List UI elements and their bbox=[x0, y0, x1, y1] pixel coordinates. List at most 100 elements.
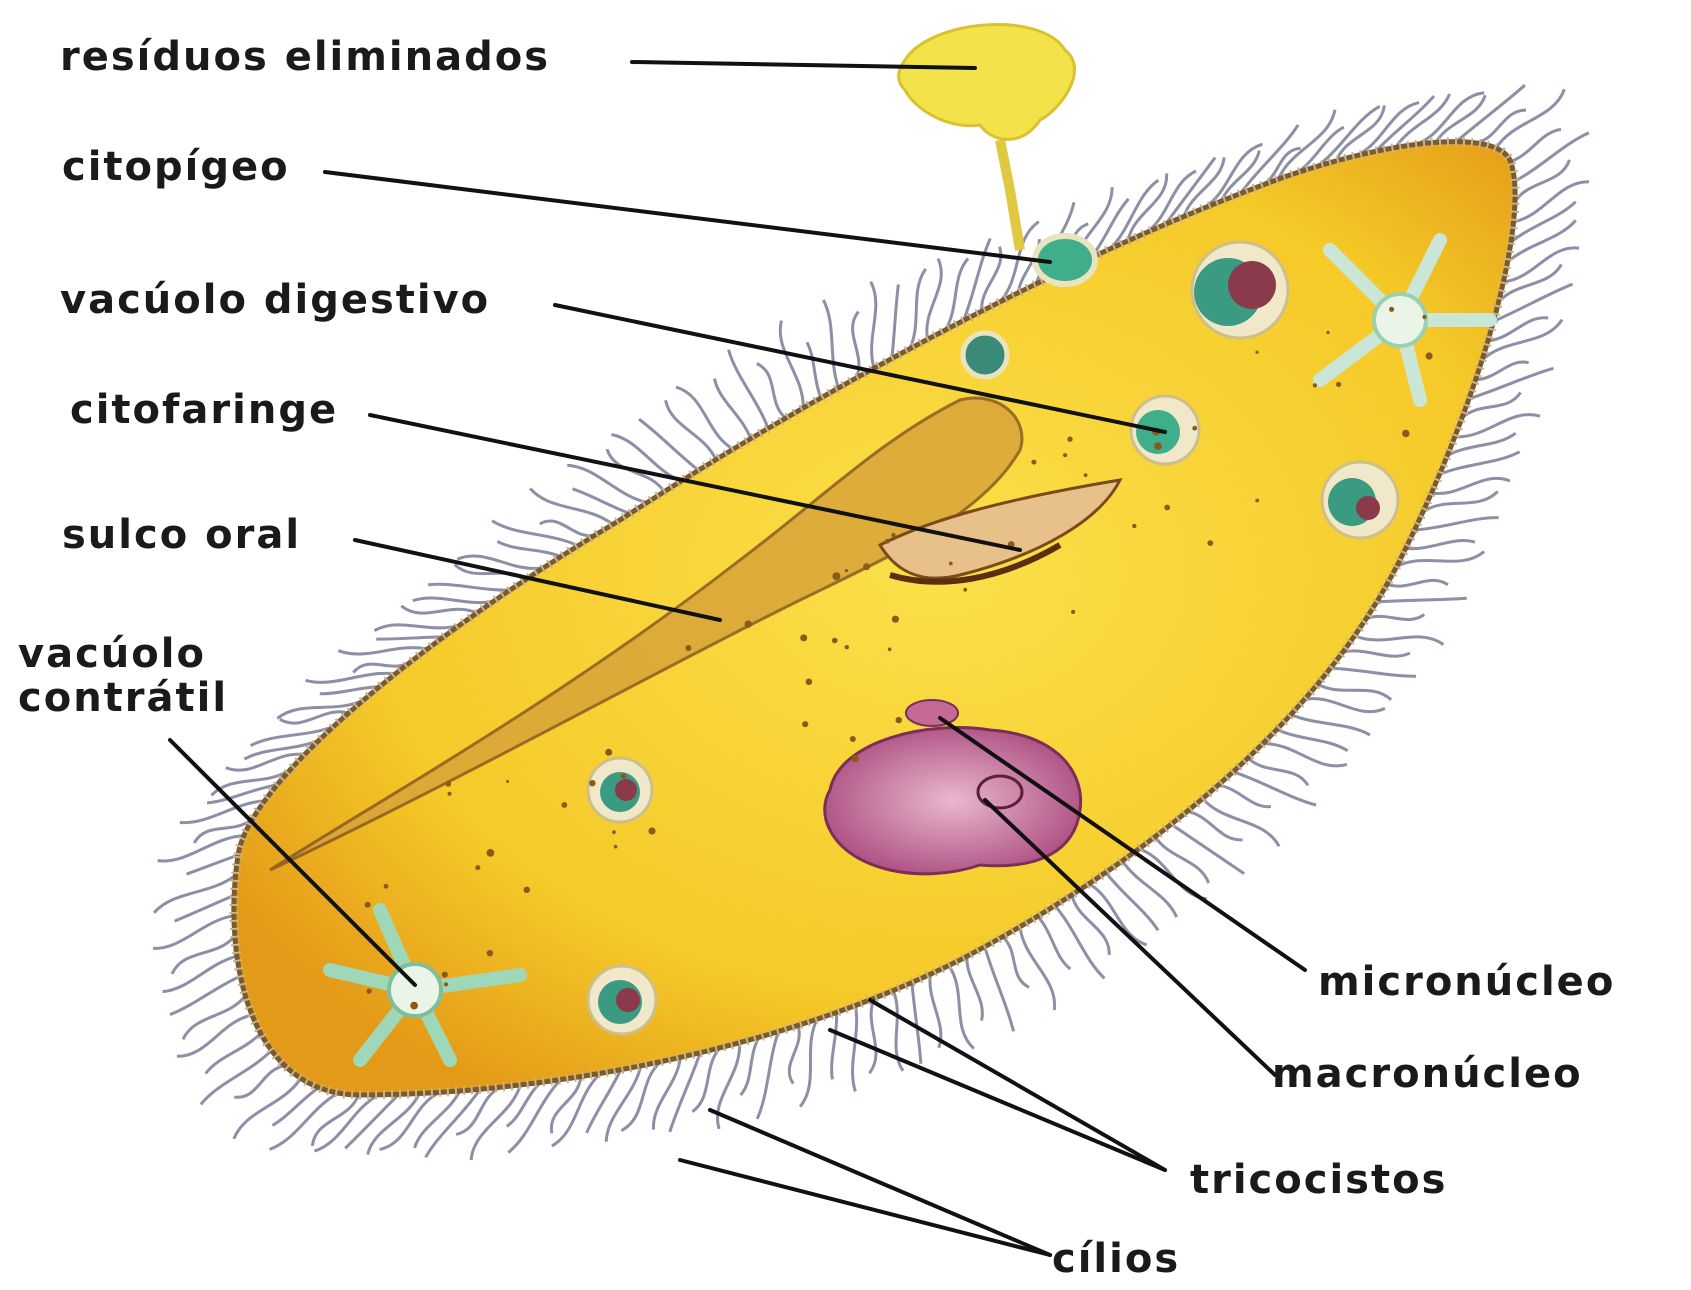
cilium bbox=[1038, 916, 1071, 969]
cilium bbox=[892, 284, 899, 358]
cilium bbox=[401, 606, 476, 613]
cilium bbox=[1139, 849, 1207, 899]
granule bbox=[745, 620, 752, 627]
granule bbox=[1422, 315, 1426, 319]
cilium bbox=[1515, 160, 1569, 202]
granule bbox=[806, 679, 813, 686]
granule bbox=[800, 634, 807, 641]
cilium bbox=[1514, 133, 1588, 182]
granule bbox=[365, 902, 371, 908]
cilium bbox=[1343, 651, 1410, 656]
granule bbox=[845, 645, 849, 649]
granule bbox=[832, 638, 838, 644]
cilium bbox=[1508, 220, 1576, 262]
cilium bbox=[376, 637, 444, 639]
cilium bbox=[1020, 927, 1055, 1010]
label-citopigeo: citopígeo bbox=[62, 145, 290, 189]
cilium bbox=[676, 387, 733, 449]
cilium bbox=[1318, 684, 1392, 700]
cilium bbox=[1377, 598, 1467, 602]
label-vacuolo-contratil-line2: contrátil bbox=[18, 676, 228, 720]
cilium bbox=[729, 350, 769, 429]
granule bbox=[475, 865, 480, 870]
cilium bbox=[1476, 362, 1529, 380]
granule bbox=[1255, 351, 1258, 354]
cilium bbox=[1494, 284, 1573, 321]
granule bbox=[845, 569, 848, 572]
cilium bbox=[177, 1015, 252, 1056]
granule bbox=[524, 887, 530, 893]
granule bbox=[1063, 453, 1067, 457]
cilium bbox=[154, 875, 235, 913]
micronucleus bbox=[906, 700, 958, 726]
cilium bbox=[1397, 552, 1484, 567]
cilium bbox=[1122, 861, 1176, 917]
granule bbox=[949, 562, 953, 566]
cilium bbox=[1171, 824, 1244, 873]
granule bbox=[446, 781, 452, 787]
label-vacuolo-contratil: vacúolo contrátil bbox=[18, 632, 228, 720]
cilium bbox=[1406, 541, 1475, 549]
cilium bbox=[910, 269, 926, 349]
cilium bbox=[1415, 518, 1499, 530]
cilium bbox=[1218, 785, 1271, 806]
cilium bbox=[789, 1025, 799, 1083]
cilium bbox=[380, 1092, 440, 1149]
cilium bbox=[1055, 906, 1105, 979]
cilium bbox=[153, 916, 234, 949]
granule bbox=[1084, 473, 1088, 477]
cilium bbox=[653, 1057, 680, 1129]
granule bbox=[1326, 331, 1329, 334]
cilium bbox=[666, 400, 716, 459]
granule bbox=[892, 616, 899, 623]
cilium bbox=[927, 259, 942, 340]
cilium bbox=[1233, 772, 1316, 805]
granule bbox=[1207, 540, 1213, 546]
cilium bbox=[162, 956, 236, 991]
granule bbox=[648, 827, 655, 834]
cilium bbox=[1366, 615, 1424, 620]
granule bbox=[612, 830, 616, 834]
granule bbox=[1031, 460, 1036, 465]
cilium bbox=[800, 1019, 817, 1107]
granule bbox=[1336, 382, 1341, 387]
label-residuos-eliminados: resíduos eliminados bbox=[60, 35, 550, 79]
granule bbox=[1192, 426, 1197, 431]
cilium bbox=[306, 673, 396, 682]
cilium bbox=[985, 947, 1014, 1032]
granule bbox=[410, 1002, 418, 1010]
granule bbox=[802, 721, 808, 727]
granule bbox=[384, 884, 389, 889]
label-micronucleo: micronúcleo bbox=[1318, 960, 1615, 1004]
granule bbox=[614, 845, 618, 849]
cilium bbox=[1355, 636, 1444, 645]
cilium bbox=[1089, 884, 1147, 945]
granule bbox=[851, 755, 858, 762]
cilium bbox=[1469, 368, 1553, 398]
granule bbox=[1313, 383, 1317, 387]
cilium bbox=[1431, 478, 1509, 493]
cilium bbox=[374, 625, 460, 631]
granule bbox=[444, 982, 448, 986]
cilium bbox=[338, 648, 427, 654]
granule bbox=[1164, 505, 1170, 511]
granule bbox=[850, 736, 856, 742]
cilium bbox=[1330, 668, 1416, 676]
cilium bbox=[413, 598, 494, 603]
label-vacuolo-digestivo: vacúolo digestivo bbox=[60, 278, 490, 322]
cilium bbox=[273, 1088, 319, 1126]
cilium bbox=[1455, 415, 1540, 437]
leader-citopigeo bbox=[325, 172, 1050, 262]
granule bbox=[605, 749, 612, 756]
cilium bbox=[869, 998, 876, 1073]
granule bbox=[621, 773, 627, 779]
cilium bbox=[234, 1066, 285, 1098]
cilium bbox=[967, 956, 983, 1020]
cilium bbox=[639, 419, 699, 470]
leader-tricocistos-b bbox=[830, 1030, 1165, 1170]
cilium bbox=[1503, 248, 1579, 282]
cilium bbox=[234, 1078, 301, 1138]
label-citofaringe: citofaringe bbox=[70, 388, 338, 432]
granule bbox=[442, 972, 448, 978]
cilium bbox=[540, 521, 596, 536]
